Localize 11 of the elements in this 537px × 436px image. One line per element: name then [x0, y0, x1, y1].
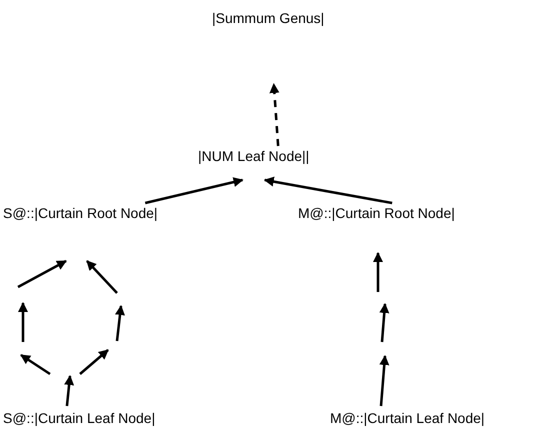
node-label: S@::|Curtain Root Node| — [3, 205, 158, 221]
node-label: |Summum Genus| — [212, 10, 324, 26]
arrow — [379, 355, 390, 406]
node-label: M@::|Curtain Leaf Node| — [330, 410, 485, 426]
arrow — [64, 375, 74, 406]
arrow — [144, 177, 244, 204]
node-label: S@::|Curtain Leaf Node| — [3, 410, 156, 426]
node-label: |NUM Leaf Node|| — [198, 148, 310, 164]
node-label: M@::|Curtain Root Node| — [298, 205, 455, 221]
arrow — [264, 176, 392, 204]
arrow — [269, 83, 280, 146]
